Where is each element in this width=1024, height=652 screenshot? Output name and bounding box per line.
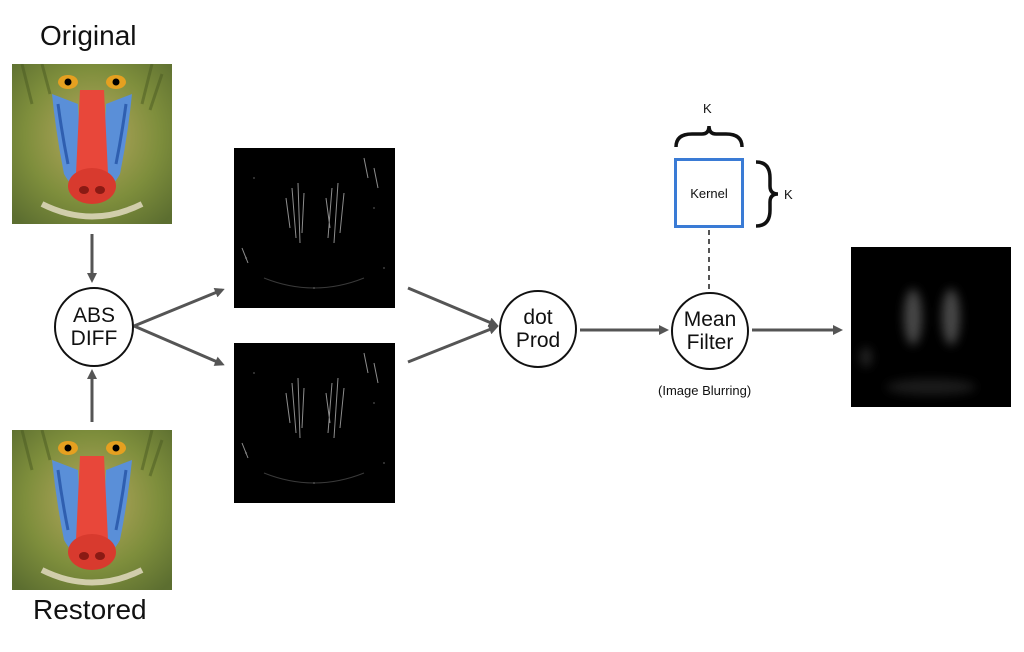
kernel-label: Kernel <box>690 185 728 201</box>
brace-right <box>755 160 779 228</box>
restored-title: Restored <box>33 594 147 625</box>
kernel-box: Kernel <box>674 158 744 228</box>
arrow-top-to-dot <box>407 286 499 327</box>
original-image <box>12 64 172 224</box>
image-blurring-caption: (Image Blurring) <box>658 383 752 398</box>
mean-filter-label: Mean Filter <box>683 308 737 354</box>
brace-top <box>674 125 744 148</box>
mean-filter-node: Mean Filter <box>671 292 749 370</box>
blurred-output-image <box>851 247 1011 407</box>
restored-image <box>12 430 172 590</box>
kernel-size-top: K <box>703 101 712 116</box>
abs-diff-label: ABS DIFF <box>70 304 118 350</box>
arrow-bottom-to-dot <box>407 324 499 364</box>
dot-prod-node: dot Prod <box>499 290 577 368</box>
abs-diff-node: ABS DIFF <box>54 287 134 367</box>
original-title: Original <box>40 20 137 51</box>
diff-map-top <box>234 148 395 308</box>
dot-prod-label: dot Prod <box>515 306 561 352</box>
arrow-absdiff-to-top <box>133 288 225 328</box>
arrow-absdiff-to-bottom <box>133 324 225 366</box>
diff-map-bottom <box>234 343 395 503</box>
kernel-size-right: K <box>784 187 793 202</box>
